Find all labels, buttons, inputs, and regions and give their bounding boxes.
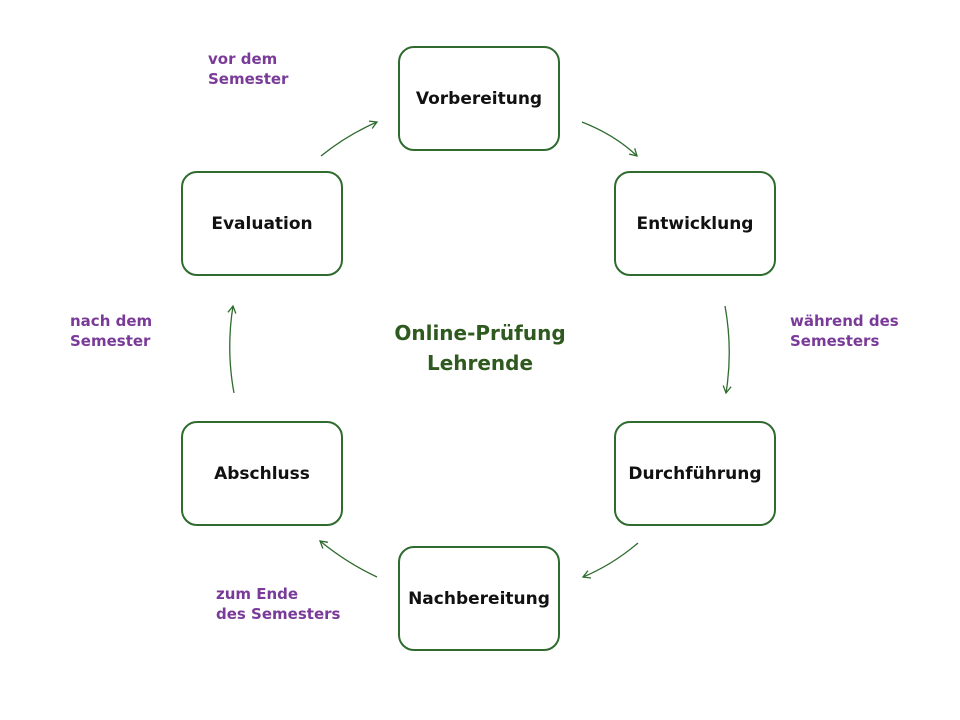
phase-line: zum Ende	[216, 585, 299, 603]
phase-label-during: während des Semesters	[790, 311, 899, 351]
arrow-durchfuehrung-to-nachbereitung	[581, 542, 639, 579]
step-durchfuehrung: Durchführung	[614, 421, 776, 526]
step-entwicklung: Entwicklung	[614, 171, 776, 276]
step-vorbereitung: Vorbereitung	[398, 46, 560, 151]
step-label: Durchführung	[628, 463, 762, 484]
title-line: Online-Prüfung	[394, 321, 566, 345]
phase-label-after: nach dem Semester	[70, 311, 152, 351]
step-abschluss: Abschluss	[181, 421, 343, 526]
phase-line: Semester	[70, 332, 151, 350]
phase-line: des Semesters	[216, 605, 341, 623]
step-label: Vorbereitung	[415, 88, 543, 109]
title-line: Lehrende	[426, 351, 534, 375]
step-label: Abschluss	[214, 463, 310, 484]
step-label: Entwicklung	[636, 213, 754, 234]
arrow-entwicklung-to-durchfuehrung	[722, 305, 732, 395]
step-label: Nachbereitung	[408, 588, 550, 609]
diagram-title: Online-Prüfung Lehrende	[360, 318, 600, 378]
step-label: Evaluation	[211, 213, 313, 234]
phase-label-before: vor dem Semester	[208, 49, 288, 89]
arrow-abschluss-to-evaluation	[227, 304, 237, 394]
phase-line: nach dem	[70, 312, 153, 330]
phase-line: während des	[790, 312, 899, 330]
arrow-evaluation-to-vorbereitung	[320, 120, 379, 157]
phase-label-end: zum Ende des Semesters	[216, 584, 340, 624]
phase-line: vor dem	[208, 50, 278, 68]
arrow-nachbereitung-to-abschluss	[318, 540, 378, 578]
step-nachbereitung: Nachbereitung	[398, 546, 560, 651]
step-evaluation: Evaluation	[181, 171, 343, 276]
arrow-vorbereitung-to-entwicklung	[581, 121, 638, 157]
phase-line: Semesters	[790, 332, 880, 350]
phase-line: Semester	[208, 70, 289, 88]
